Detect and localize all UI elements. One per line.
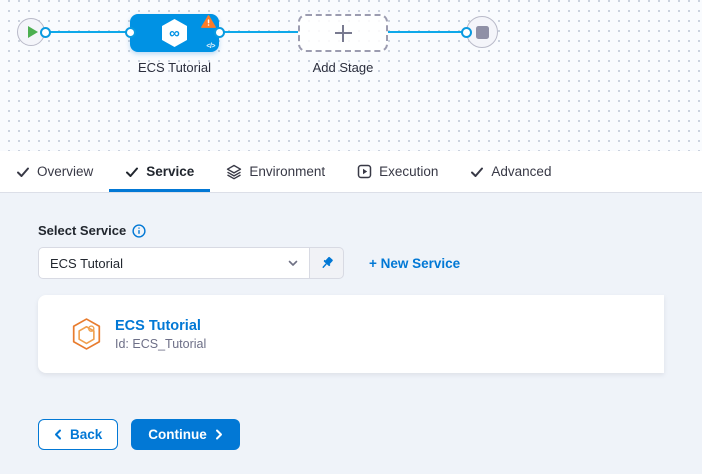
- tab-service[interactable]: Service: [109, 151, 211, 192]
- tab-overview[interactable]: Overview: [0, 151, 109, 192]
- environment-icon: [227, 164, 242, 179]
- info-icon[interactable]: [132, 223, 146, 238]
- harness-cd-icon: ∞: [162, 19, 187, 47]
- new-service-link[interactable]: + New Service: [369, 255, 461, 271]
- connector-point: [124, 26, 136, 38]
- service-card-title[interactable]: ECS Tutorial: [115, 317, 201, 334]
- connector-point: [39, 26, 51, 38]
- chevron-left-icon: [55, 429, 61, 440]
- chevron-right-icon: [215, 429, 222, 440]
- check-icon: [17, 167, 29, 177]
- stage-tabs: Overview Service Environment Execution A…: [0, 151, 702, 193]
- connector-point: [213, 26, 225, 38]
- stage-node-ecs-tutorial[interactable]: ∞ </>: [130, 14, 219, 52]
- service-hexagon-icon: [72, 318, 101, 350]
- tab-execution[interactable]: Execution: [341, 151, 454, 192]
- infinity-glyph: ∞: [169, 24, 180, 42]
- service-card-text: ECS Tutorial Id: ECS_Tutorial: [115, 318, 206, 351]
- footer-actions: Back Continue: [38, 419, 702, 450]
- add-stage-label: Add Stage: [312, 60, 374, 75]
- execution-icon: [357, 164, 372, 179]
- service-card[interactable]: ECS Tutorial Id: ECS_Tutorial: [38, 295, 664, 373]
- continue-button[interactable]: Continue: [131, 419, 240, 450]
- pipeline-graph-canvas[interactable]: ∞ </> ECS Tutorial Add Stage: [0, 0, 702, 151]
- chevron-down-icon: [288, 260, 298, 266]
- warning-icon: [201, 15, 216, 33]
- plus-icon: [334, 24, 352, 42]
- stage-name-label: ECS Tutorial: [138, 60, 211, 75]
- pipeline-edge: [219, 31, 298, 33]
- pipeline-edge: [388, 31, 466, 33]
- stop-icon: [475, 25, 489, 39]
- service-select[interactable]: ECS Tutorial: [38, 247, 310, 279]
- check-icon: [126, 167, 139, 177]
- tab-advanced[interactable]: Advanced: [454, 151, 567, 192]
- select-service-label: Select Service: [38, 223, 146, 238]
- service-select-value: ECS Tutorial: [50, 255, 123, 271]
- pipeline-end-node: [466, 16, 498, 48]
- connector-point: [460, 26, 472, 38]
- service-card-id: Id: ECS_Tutorial: [115, 336, 207, 351]
- play-icon: [27, 26, 38, 38]
- check-icon: [471, 167, 484, 177]
- tab-environment[interactable]: Environment: [210, 151, 341, 192]
- pipeline-edge: [45, 31, 130, 33]
- service-tab-panel: Select Service ECS Tutorial: [0, 193, 702, 474]
- add-stage-button[interactable]: [298, 14, 388, 52]
- service-select-row: ECS Tutorial + New Service: [38, 247, 702, 279]
- code-icon: </>: [206, 43, 215, 50]
- pin-icon: [321, 256, 333, 268]
- back-button[interactable]: Back: [38, 419, 119, 450]
- pin-button[interactable]: [310, 247, 344, 279]
